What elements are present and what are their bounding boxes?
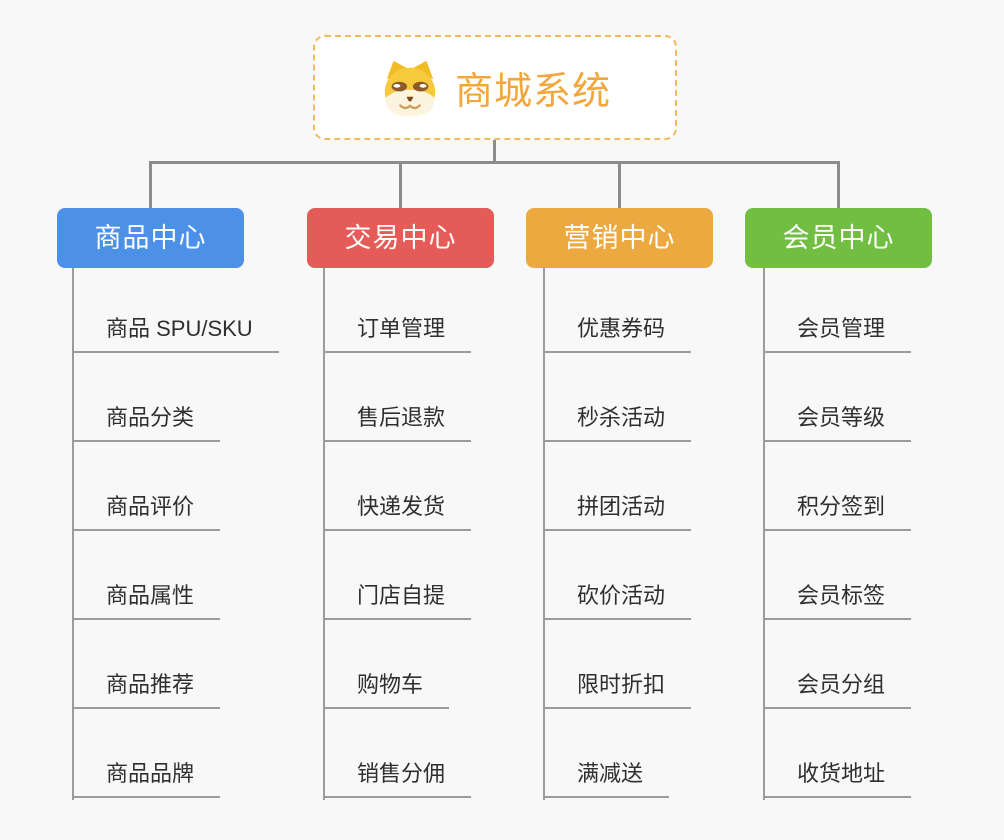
connector-stub-trade-center [399,161,402,208]
trade-center-item[interactable]: 快递发货 [323,489,472,531]
marketing-center-item[interactable]: 秒杀活动 [543,400,692,442]
member-center-item[interactable]: 会员等级 [763,400,912,442]
product-center-item[interactable]: 商品推荐 [72,667,221,709]
branch-line-marketing-center [543,268,545,800]
product-center-item[interactable]: 商品 SPU/SKU [72,311,279,353]
branch-line-member-center [763,268,765,800]
product-center-item[interactable]: 商品评价 [72,489,221,531]
trade-center-item[interactable]: 售后退款 [323,400,472,442]
member-center-item[interactable]: 会员管理 [763,311,912,353]
trade-center-item[interactable]: 订单管理 [323,311,472,353]
member-center-item[interactable]: 会员标签 [763,578,912,620]
connector-root-stub [493,140,496,164]
connector-stub-marketing-center [618,161,621,208]
marketing-center-item[interactable]: 限时折扣 [543,667,692,709]
member-center-item[interactable]: 收货地址 [763,756,912,798]
root-title: 商城系统 [454,71,611,113]
member-center-item[interactable]: 积分签到 [763,489,912,531]
product-center-item[interactable]: 商品属性 [72,578,221,620]
marketing-center-item[interactable]: 拼团活动 [543,489,692,531]
marketing-center-item[interactable]: 满减送 [543,756,670,798]
connector-stub-product-center [149,161,152,208]
trade-center-item[interactable]: 购物车 [323,667,450,709]
product-center-item[interactable]: 商品品牌 [72,756,221,798]
connector-stub-member-center [837,161,840,208]
connector-bus [149,161,840,164]
marketing-center-item[interactable]: 优惠券码 [543,311,692,353]
member-center-item[interactable]: 会员分组 [763,667,912,709]
marketing-center-item[interactable]: 砍价活动 [543,578,692,620]
trade-center-node[interactable]: 交易中心 [307,208,494,268]
branch-line-trade-center [323,268,325,800]
root-node[interactable]: 商城系统 [313,35,677,140]
dog-icon [379,57,441,119]
branch-line-product-center [72,268,74,800]
trade-center-item[interactable]: 销售分佣 [323,756,472,798]
marketing-center-node[interactable]: 营销中心 [526,208,713,268]
trade-center-item[interactable]: 门店自提 [323,578,472,620]
member-center-node[interactable]: 会员中心 [745,208,932,268]
product-center-node[interactable]: 商品中心 [57,208,244,268]
product-center-item[interactable]: 商品分类 [72,400,221,442]
